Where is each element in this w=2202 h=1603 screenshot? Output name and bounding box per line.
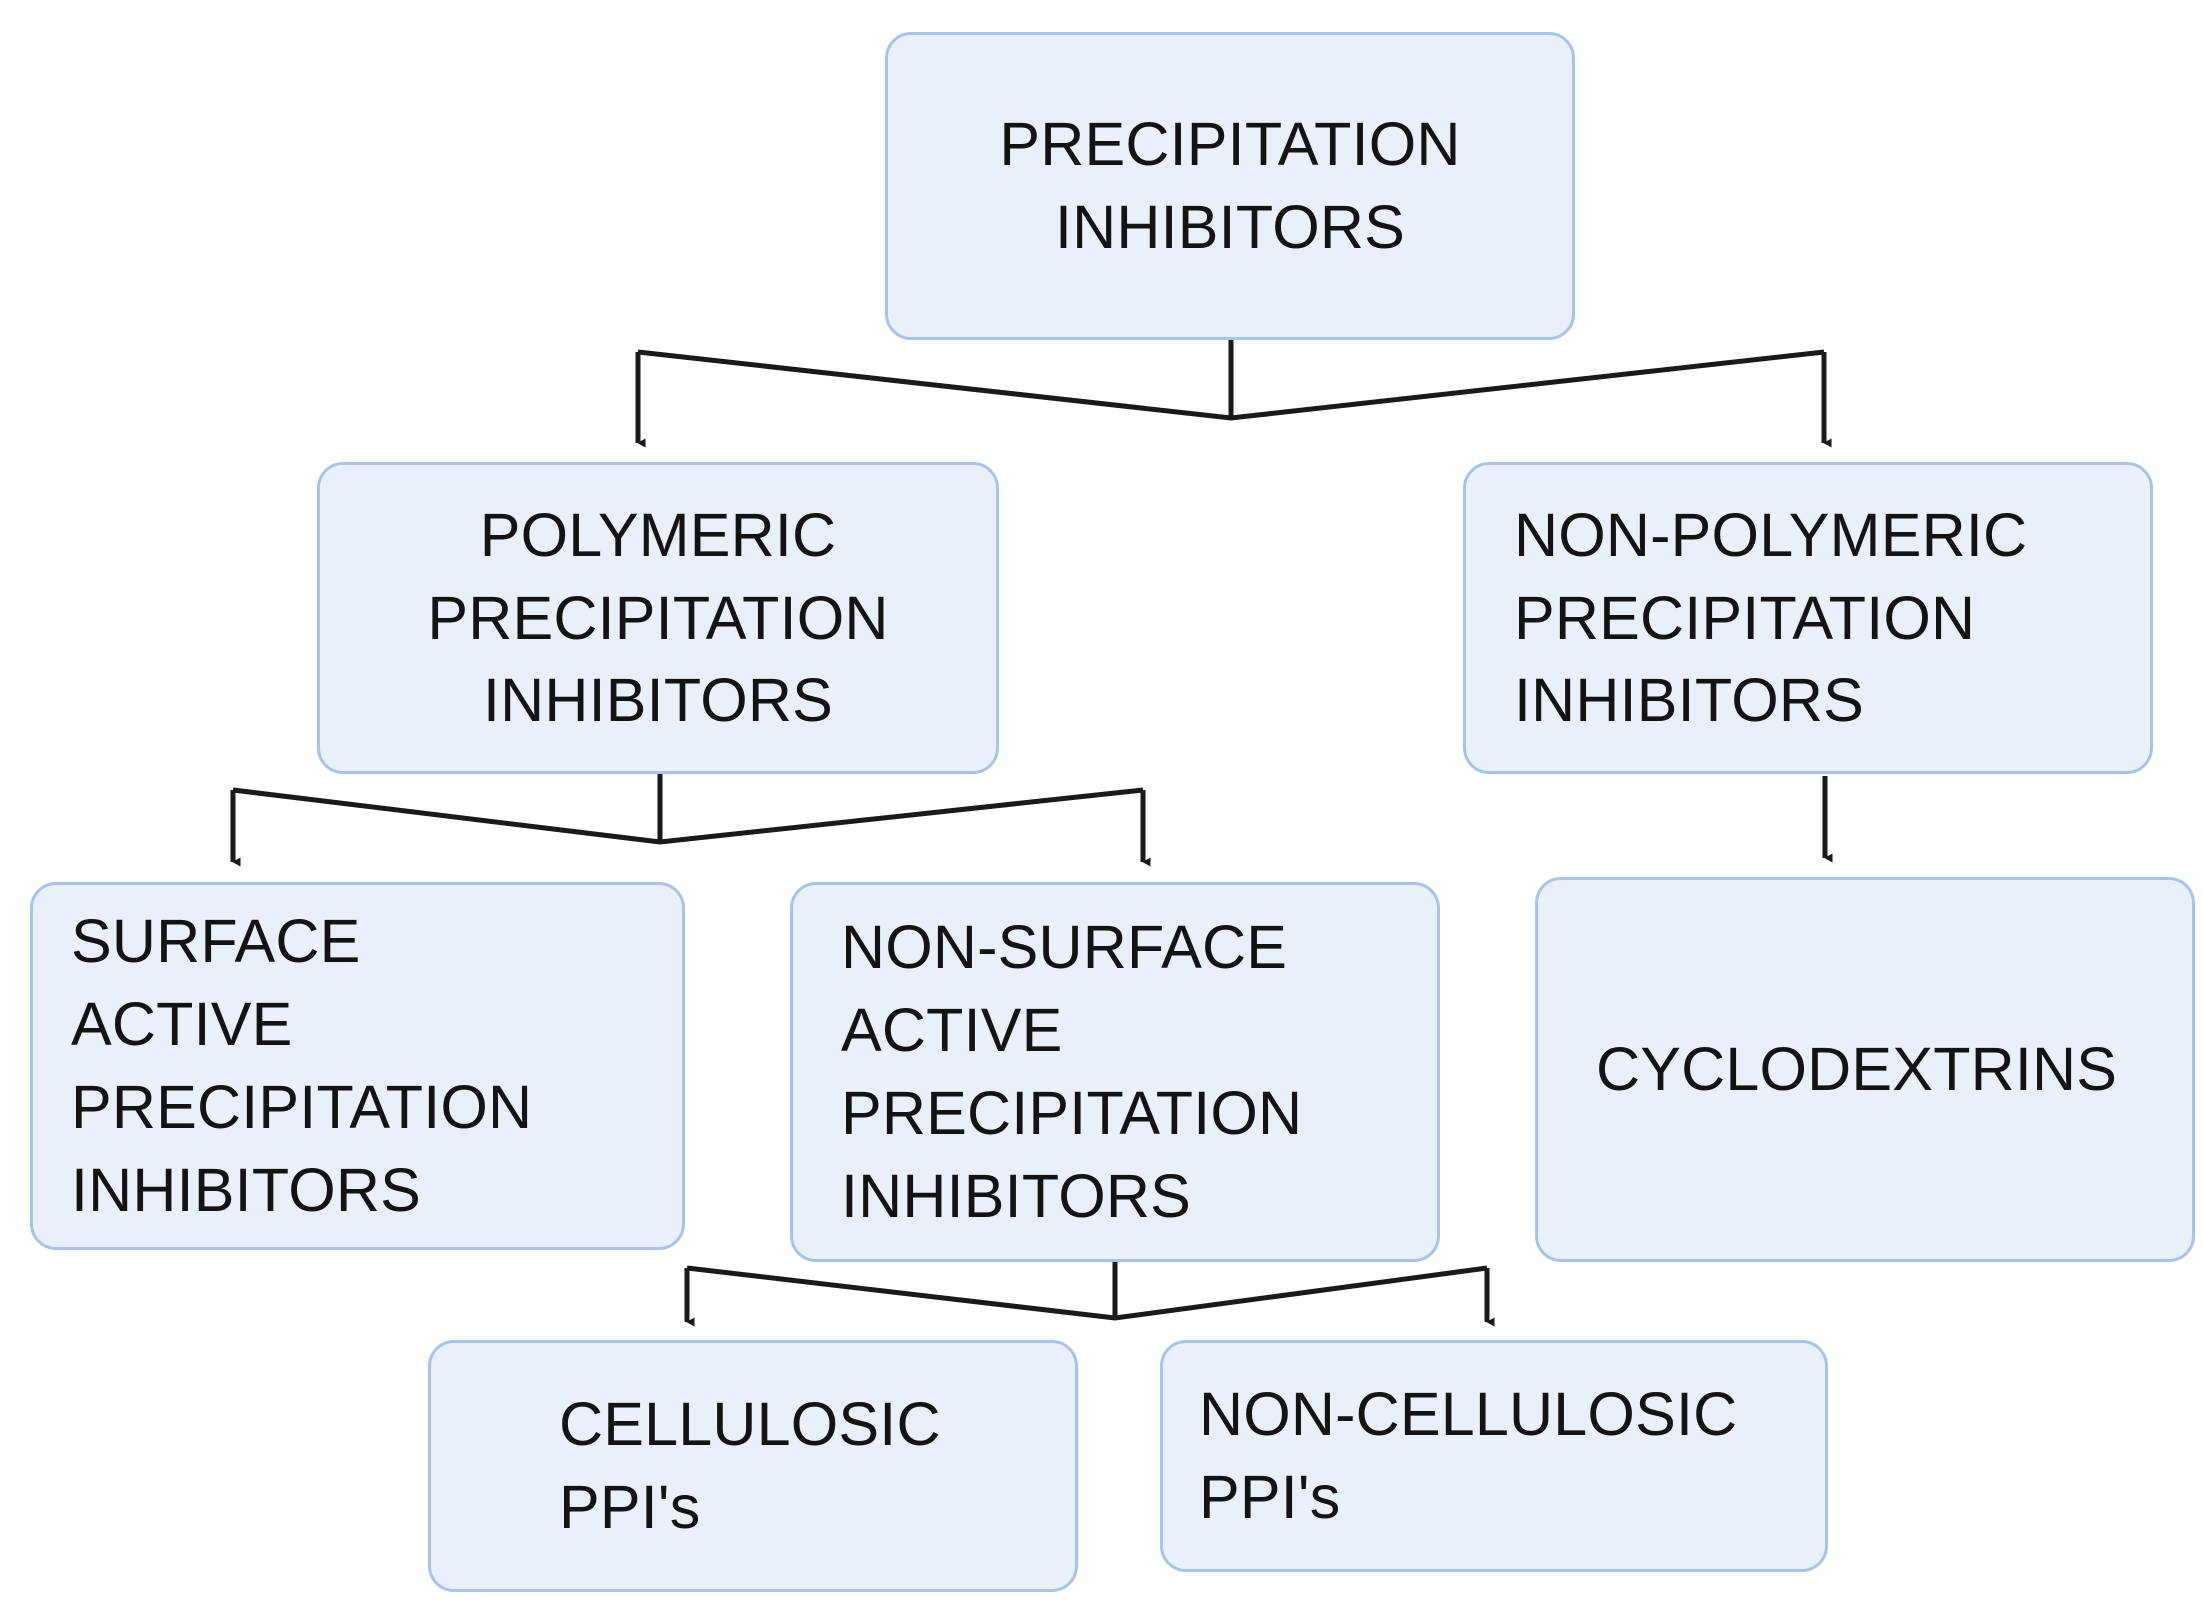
node-surface-active-precipitation-inhibitors[interactable]: SURFACE ACTIVE PRECIPITATION INHIBITORS — [30, 882, 685, 1250]
node-polymeric-precipitation-inhibitors[interactable]: POLYMERIC PRECIPITATION INHIBITORS — [317, 462, 999, 774]
node-label: CYCLODEXTRINS — [1596, 1035, 2118, 1104]
edge-root-split — [635, 340, 1832, 448]
node-cyclodextrins[interactable]: CYCLODEXTRINS — [1535, 877, 2195, 1262]
node-label: PRECIPITATION INHIBITORS — [999, 110, 1461, 261]
node-label: CELLULOSIC PPI's — [559, 1390, 941, 1541]
node-label: NON-SURFACE ACTIVE PRECIPITATION INHIBIT… — [841, 913, 1303, 1230]
node-non-cellulosic-ppis[interactable]: NON-CELLULOSIC PPI's — [1160, 1340, 1828, 1572]
node-label: POLYMERIC PRECIPITATION INHIBITORS — [427, 500, 889, 735]
edge-non-surface-split — [684, 1262, 1495, 1327]
node-label: NON-POLYMERIC PRECIPITATION INHIBITORS — [1514, 500, 2028, 735]
node-precipitation-inhibitors[interactable]: PRECIPITATION INHIBITORS — [885, 32, 1575, 340]
node-label: SURFACE ACTIVE PRECIPITATION INHIBITORS — [71, 907, 533, 1224]
node-non-surface-active-precipitation-inhibitors[interactable]: NON-SURFACE ACTIVE PRECIPITATION INHIBIT… — [790, 882, 1440, 1262]
node-non-polymeric-precipitation-inhibitors[interactable]: NON-POLYMERIC PRECIPITATION INHIBITORS — [1463, 462, 2153, 774]
node-label: NON-CELLULOSIC PPI's — [1199, 1380, 1738, 1531]
edge-polymeric-split — [230, 774, 1151, 867]
node-cellulosic-ppis[interactable]: CELLULOSIC PPI's — [428, 1340, 1078, 1592]
